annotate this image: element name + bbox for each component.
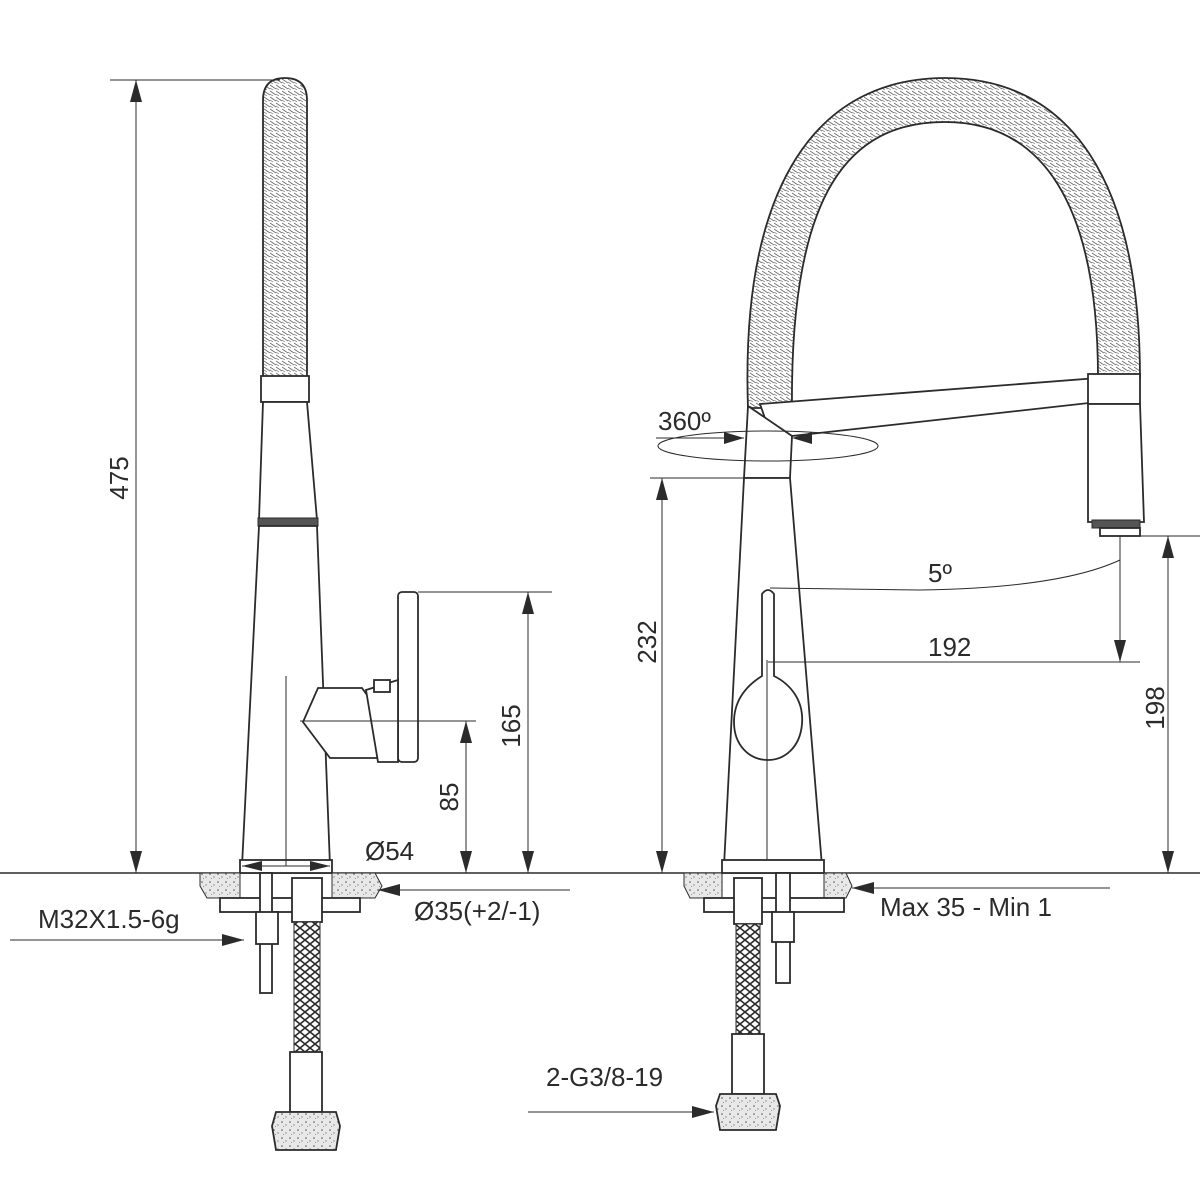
left-collar xyxy=(260,375,310,403)
dim-lever-axis-height: 85 xyxy=(434,783,464,812)
right-spray-outlet xyxy=(1099,527,1141,537)
right-spray-collar xyxy=(1087,373,1141,405)
dim-body-height: 232 xyxy=(632,620,662,663)
right-base-plate xyxy=(721,859,825,874)
left-braided-hose xyxy=(293,921,321,1053)
left-lever-screw xyxy=(373,679,391,693)
dim-total-height: 475 xyxy=(104,456,134,499)
right-spray-tip xyxy=(1091,519,1141,529)
right-mount-nut xyxy=(771,911,795,943)
right-hose-connector-nut xyxy=(715,1093,781,1131)
left-side-view: 475 165 85 Ø54 Ø35(+2/-1) M32X1.5-6g xyxy=(10,77,570,1151)
left-spray-head xyxy=(258,401,318,521)
left-countertop-stone-right xyxy=(331,872,383,899)
right-countertop-stone-right xyxy=(823,872,853,899)
right-swivel-ring xyxy=(657,430,879,462)
right-spray-head xyxy=(1087,403,1145,523)
dim-thread: M32X1.5-6g xyxy=(38,904,180,934)
dim-base-diameter: Ø54 xyxy=(365,836,414,866)
left-countertop-stone xyxy=(199,872,241,899)
left-mount-nut xyxy=(255,911,279,945)
right-lever xyxy=(733,589,803,761)
right-braided-hose xyxy=(735,923,761,1035)
left-mount-washer xyxy=(219,897,361,913)
dim-handle-height: 165 xyxy=(496,704,526,747)
left-hose-connector-nut xyxy=(271,1111,341,1151)
dim-hole-diameter: Ø35(+2/-1) xyxy=(414,896,540,926)
dim-swivel-angle: 360º xyxy=(658,406,711,436)
right-mount-washer xyxy=(703,897,845,913)
right-arched-hose xyxy=(746,77,1141,409)
right-hose-fitting-top xyxy=(733,877,763,925)
left-spray-tip xyxy=(257,517,319,527)
dim-spout-reach: 192 xyxy=(928,632,971,662)
dim-deck-thickness: Max 35 - Min 1 xyxy=(880,892,1052,922)
left-hose-ferrule xyxy=(289,1051,323,1113)
dim-outlet-height: 198 xyxy=(1140,686,1170,729)
dim-hose-connection: 2-G3/8-19 xyxy=(546,1062,663,1092)
right-front-view: 360º 232 5º 192 198 Max 35 - Min 1 2-G3/… xyxy=(528,77,1200,1131)
left-flex-hose xyxy=(262,77,308,379)
left-lever-handle xyxy=(397,591,419,763)
dim-spray-angle: 5º xyxy=(928,558,952,588)
right-hose-ferrule xyxy=(731,1033,765,1095)
right-countertop-stone xyxy=(683,872,723,899)
left-hose-fitting-top xyxy=(291,877,323,923)
